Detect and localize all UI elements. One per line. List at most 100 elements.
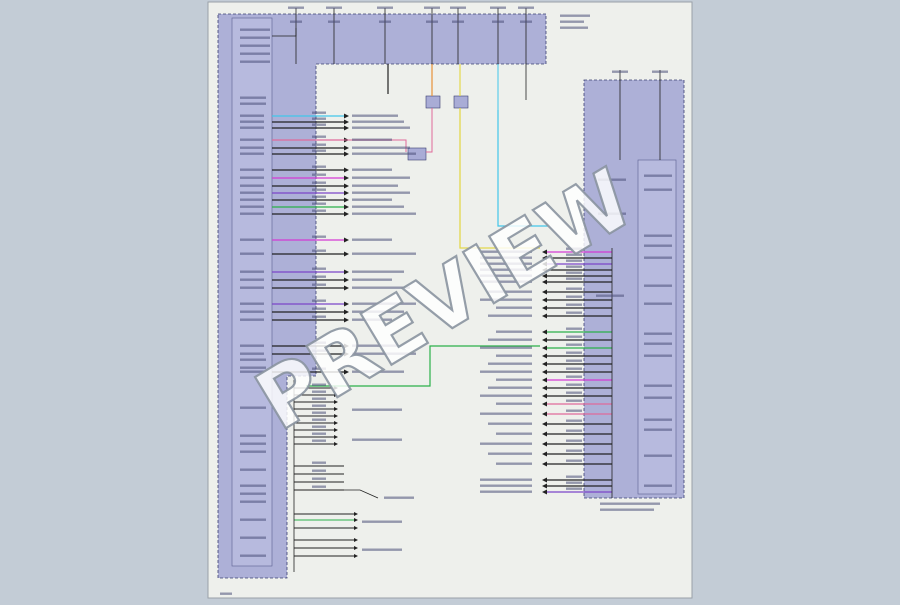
circuit-label <box>480 478 532 481</box>
connector-arrow <box>344 204 349 210</box>
pin-label <box>312 477 326 480</box>
connector-arrow <box>542 279 547 285</box>
connector-arrow <box>334 400 338 404</box>
module-label <box>240 28 270 31</box>
circuit-label <box>480 490 532 493</box>
pin-label <box>566 327 582 330</box>
pin-label <box>566 391 582 394</box>
connector-arrow <box>334 428 338 432</box>
connector-arrow <box>542 305 547 311</box>
pin-name <box>240 168 264 171</box>
module-label <box>598 178 626 181</box>
connector-arrow <box>334 414 338 418</box>
feed-wire <box>272 28 297 37</box>
pin-label <box>312 149 326 152</box>
circuit-label <box>352 114 398 117</box>
fuse-label <box>424 6 440 9</box>
circuit-label <box>488 386 532 389</box>
pin-name <box>240 176 264 179</box>
connector-arrow <box>354 538 358 542</box>
connector-arrow <box>354 546 358 550</box>
connector-arrow <box>542 431 547 437</box>
connector-arrow <box>542 421 547 427</box>
fuse-label <box>652 70 668 73</box>
pin-name <box>240 205 264 208</box>
pin-label <box>312 135 326 138</box>
pin-label <box>566 265 582 268</box>
pin-label <box>566 351 582 354</box>
circuit-label <box>496 432 532 435</box>
circuit-label <box>480 298 532 301</box>
module-label <box>240 406 266 409</box>
pin-name <box>240 278 264 281</box>
module-label <box>644 302 672 305</box>
connector-arrow <box>542 267 547 273</box>
note-label <box>560 26 588 29</box>
circuit-label <box>352 126 410 129</box>
connector-arrow <box>542 289 547 295</box>
fuse-label <box>520 20 532 23</box>
connector-arrow <box>344 285 349 291</box>
module-caption <box>600 502 660 505</box>
fuse-label <box>450 6 466 9</box>
connector-arrow <box>542 451 547 457</box>
circuit-label <box>352 278 392 281</box>
connector-arrow <box>344 190 349 196</box>
module-caption <box>600 508 654 511</box>
wire <box>426 108 433 153</box>
pin-label <box>312 143 326 146</box>
pin-name <box>240 344 264 347</box>
pin-name <box>240 310 264 313</box>
circuit-label <box>352 370 404 373</box>
connector-arrow <box>344 119 349 125</box>
module-label <box>240 518 266 521</box>
pin-name <box>240 126 264 129</box>
pin-label <box>566 383 582 386</box>
connector-arrow <box>334 386 338 390</box>
pin-label <box>312 173 326 176</box>
module-label <box>240 500 266 503</box>
pin-label <box>312 123 326 126</box>
wire <box>294 489 379 499</box>
module-label <box>240 554 266 557</box>
module-label <box>644 384 672 387</box>
circuit-label <box>384 496 414 499</box>
pin-label <box>566 287 582 290</box>
pin-label <box>566 409 582 412</box>
pin-label <box>566 449 582 452</box>
module-label <box>644 396 672 399</box>
connector-arrow <box>344 343 349 349</box>
module-label <box>644 234 672 237</box>
connector-arrow <box>542 329 547 335</box>
module-label <box>240 60 270 63</box>
pin-label <box>312 195 326 198</box>
circuit-label <box>352 344 398 347</box>
module-label <box>240 536 266 539</box>
pin-name <box>240 198 264 201</box>
circuit-label <box>496 330 532 333</box>
pin-label <box>566 375 582 378</box>
connector-arrow <box>542 385 547 391</box>
module-label <box>644 284 672 287</box>
pin-label <box>566 277 582 280</box>
circuit-label <box>352 286 410 289</box>
module-label <box>240 102 266 105</box>
pin-label <box>566 311 582 314</box>
connector-arrow <box>542 441 547 447</box>
connector-arrow <box>542 377 547 383</box>
circuit-label <box>480 346 532 349</box>
connector-arrow <box>344 351 349 357</box>
circuit-label <box>480 412 532 415</box>
pin-label <box>566 253 582 256</box>
circuit-label <box>488 290 532 293</box>
pin-label <box>312 209 326 212</box>
module-label <box>644 418 672 421</box>
circuit-label <box>362 548 402 551</box>
module-label <box>240 366 266 369</box>
connector-arrow <box>542 461 547 467</box>
pin-label <box>312 283 326 286</box>
connector-arrow <box>542 369 547 375</box>
circuit-label <box>480 484 532 487</box>
circuit-label <box>496 306 532 309</box>
circuit-label <box>352 205 404 208</box>
